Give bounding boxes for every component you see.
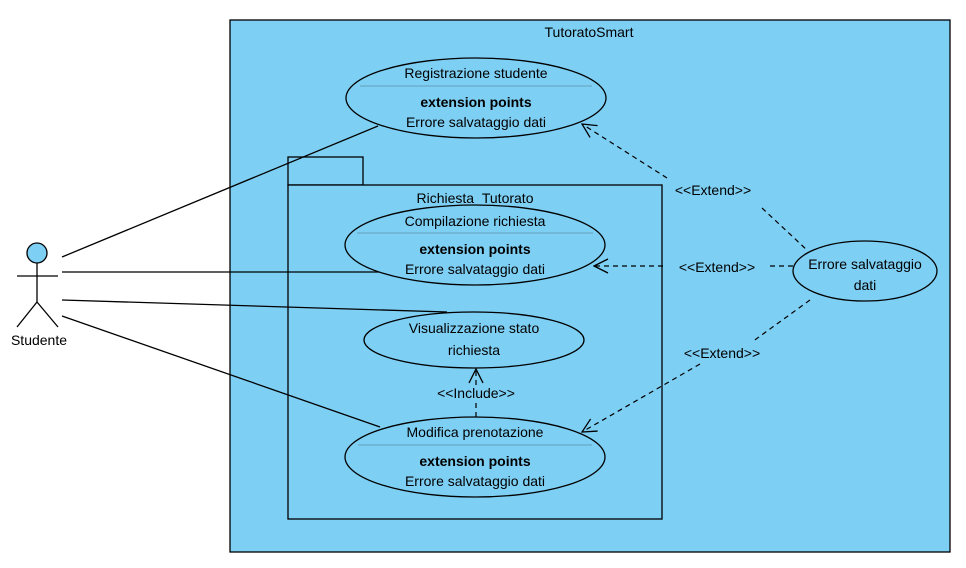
use-case-compilazione-richiesta[interactable]: Compilazione richiesta extension points … <box>344 204 606 286</box>
extend-line-segment <box>761 207 809 252</box>
use-case-title-line1: Errore salvataggio <box>808 256 922 272</box>
extension-points-heading: extension points <box>419 241 530 257</box>
extend-label: <<Extend>> <box>679 259 755 275</box>
use-case-title: Modifica prenotazione <box>407 424 544 440</box>
extend-relation-registrazione[interactable]: <<Extend>> <box>582 124 809 252</box>
use-case-modifica-prenotazione[interactable]: Modifica prenotazione extension points E… <box>344 416 606 498</box>
system-title: TutoratoSmart <box>545 24 634 40</box>
extend-relation-compilazione[interactable]: <<Extend>> <box>594 259 794 275</box>
extend-line-segment <box>751 299 811 343</box>
extend-arrow-segment <box>582 363 701 432</box>
association-modifica <box>61 315 381 428</box>
use-case-errore-salvataggio-dati[interactable]: Errore salvataggio dati <box>792 240 938 302</box>
use-case-registrazione-studente[interactable]: Registrazione studente extension points … <box>345 57 607 139</box>
use-case-title: Compilazione richiesta <box>405 213 546 229</box>
actor-label: Studente <box>11 332 67 348</box>
stick-figure-actor-icon <box>16 242 59 328</box>
extend-label: <<Extend>> <box>675 182 751 198</box>
include-label: <<Include>> <box>437 385 515 401</box>
extension-points-heading: extension points <box>419 453 530 469</box>
use-case-visualizzazione-stato-richiesta[interactable]: Visualizzazione stato richiesta <box>363 311 585 369</box>
extension-point: Errore salvataggio dati <box>405 261 545 277</box>
package-tab <box>287 156 364 186</box>
association-visualizzazione <box>61 299 448 313</box>
include-relation[interactable]: <<Include>> <box>437 369 515 417</box>
package-title: Richiesta_Tutorato <box>417 190 534 206</box>
extend-label: <<Extend>> <box>684 345 760 361</box>
extension-points-heading: extension points <box>420 94 531 110</box>
association-registrazione <box>61 125 379 258</box>
use-case-title-line2: richiesta <box>448 342 500 358</box>
extend-relation-modifica[interactable]: <<Extend>> <box>582 299 811 432</box>
extension-point: Errore salvataggio dati <box>406 114 546 130</box>
extend-arrow-segment <box>582 124 668 179</box>
extension-point: Errore salvataggio dati <box>405 473 545 489</box>
actor-studente[interactable]: Studente <box>11 242 67 348</box>
use-case-title-line1: Visualizzazione stato <box>409 320 540 336</box>
use-case-title-line2: dati <box>854 277 877 293</box>
use-case-title: Registrazione studente <box>404 65 547 81</box>
